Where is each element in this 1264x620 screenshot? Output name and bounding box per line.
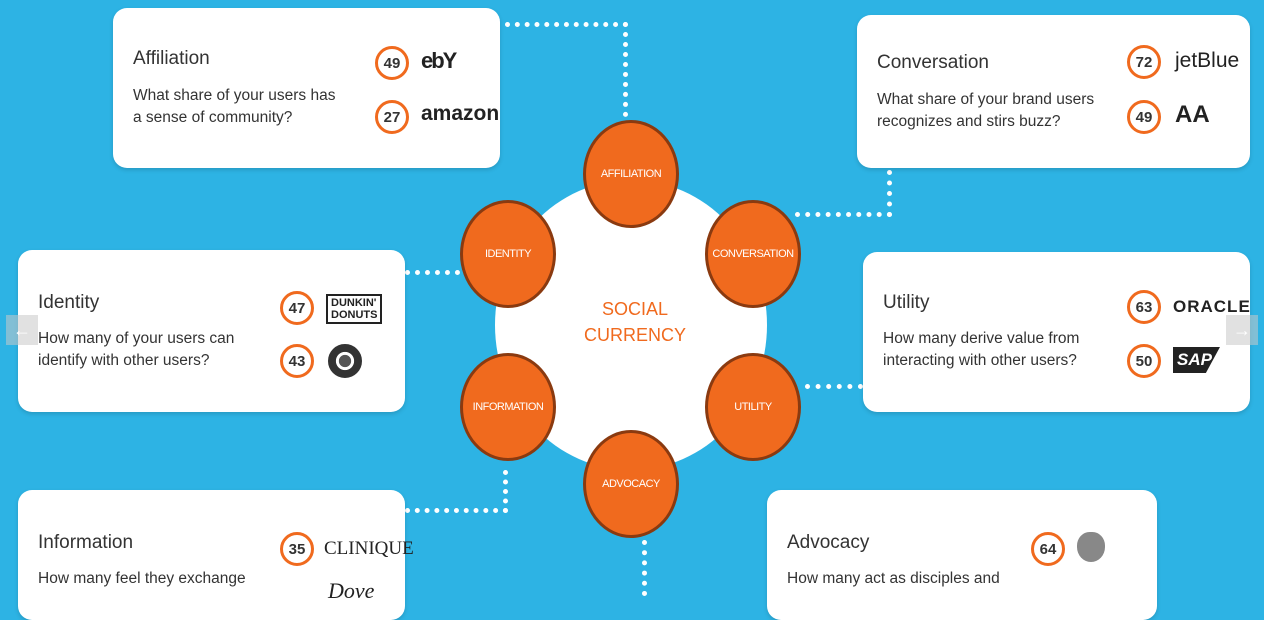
stat-badge: 63 [1127,290,1161,324]
question-line: interacting with other users? [883,352,1077,369]
card-question: What share of your users has a sense of … [133,85,335,129]
prev-arrow-button[interactable]: ← [6,315,38,345]
card-title: Information [38,532,134,553]
stat-badge: 47 [280,291,314,325]
card-title: Advocacy [787,532,870,553]
stat-badge: 49 [1127,100,1161,134]
next-arrow-button[interactable]: → [1226,315,1258,345]
card-advocacy: Advocacy How many act as disciples and 6… [767,490,1157,620]
brand-ebay: ebY [421,48,457,73]
stat-badge: 49 [375,46,409,80]
brand-oracle: ORACLE [1173,297,1251,316]
question-line: a sense of community? [133,109,293,126]
question-line: How many of your users can [38,330,235,347]
center-line-2: CURRENCY [583,325,686,345]
stat-badge: 64 [1031,532,1065,566]
brand-sap: SAP [1173,347,1220,373]
brand-jetblue: jetBlue [1175,49,1240,72]
connector-utility [805,384,863,389]
stat-badge: 43 [280,344,314,378]
question-line: What share of your brand users [877,91,1095,108]
brand-dove: Dove [328,578,375,603]
brand-line: DONUTS [331,309,378,321]
starbucks-logo-icon [328,344,362,378]
stat-badge: 50 [1127,344,1161,378]
question-line: How many derive value from [883,330,1080,347]
connector-identity [405,270,460,275]
card-title: Identity [38,292,100,313]
center-line-1: SOCIAL [601,299,669,319]
card-question: How many of your users can identify with… [38,328,234,372]
stat-badge: 27 [375,100,409,134]
card-utility: Utility How many derive value from inter… [863,252,1250,412]
petal-advocacy: ADVOCACY [583,430,679,538]
question-line: What share of your users has [133,87,336,104]
card-affiliation: Affiliation What share of your users has… [113,8,500,168]
petal-affiliation: AFFILIATION [583,120,679,228]
petal-information: INFORMATION [460,353,556,461]
brand-clinique: CLINIQUE [324,538,414,559]
connector-affiliation [505,22,628,117]
connector-advocacy [642,540,647,596]
card-question: How many feel they exchange [38,568,246,590]
question-line: identify with other users? [38,352,210,369]
question-line: How many act as disciples and [787,570,1000,587]
apple-logo-icon [1077,532,1105,562]
brand-line: DUNKIN' [331,297,377,309]
card-question: How many derive value from interacting w… [883,328,1079,372]
brand-aa: AA [1175,101,1210,128]
petal-identity: IDENTITY [460,200,556,308]
brand-dunkin-donuts: DUNKIN' DONUTS [326,294,383,324]
card-question: What share of your brand users recognize… [877,89,1094,133]
card-information: Information How many feel they exchange … [18,490,414,620]
stat-badge: 72 [1127,45,1161,79]
connector-conversation [795,170,892,217]
card-title: Affiliation [133,48,210,69]
question-line: recognizes and stirs buzz? [877,113,1061,130]
card-question: How many act as disciples and [787,568,1000,590]
question-line: How many feel they exchange [38,570,246,587]
petal-utility: UTILITY [705,353,801,461]
card-title: Utility [883,292,930,313]
card-conversation: Conversation What share of your brand us… [857,15,1250,168]
petal-conversation: CONVERSATION [705,200,801,308]
brand-amazon: amazon [421,102,500,125]
stat-badge: 35 [280,532,314,566]
social-currency-label: SOCIAL CURRENCY [560,296,710,348]
connector-information [405,470,508,513]
card-title: Conversation [877,52,989,73]
card-identity: Identity How many of your users can iden… [18,250,405,412]
